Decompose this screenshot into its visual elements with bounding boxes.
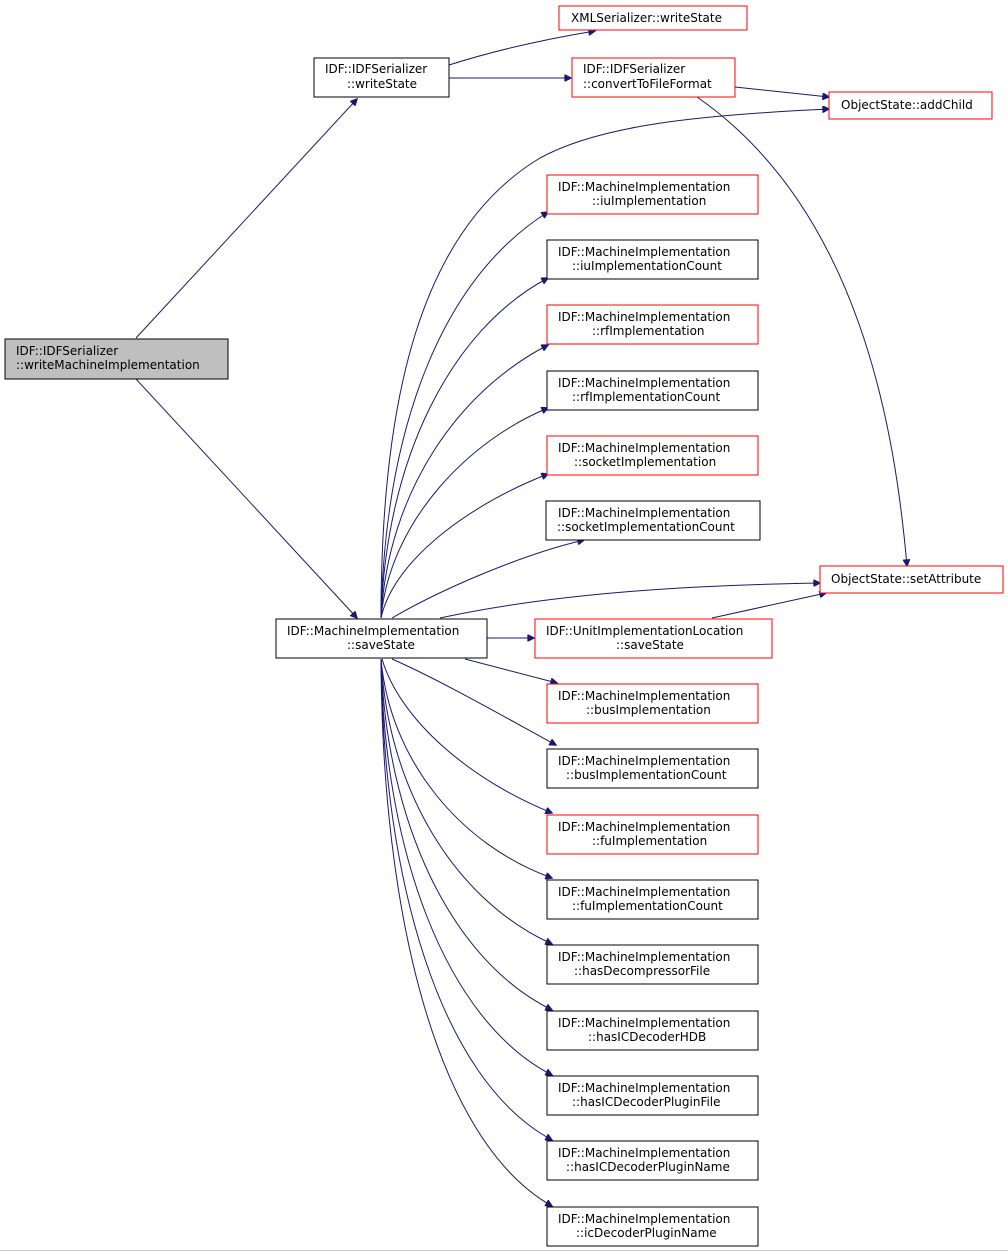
node-iuImplementationCount[interactable]: IDF::MachineImplementation ::iuImplement… — [546, 239, 759, 280]
node-label-line2: ::icDecoderPluginName — [576, 1226, 717, 1240]
node-rfImplementationCount[interactable]: IDF::MachineImplementation ::rfImplement… — [546, 370, 759, 411]
node-fuImplementation[interactable]: IDF::MachineImplementation ::fuImplement… — [546, 814, 759, 855]
node-socketImplementationCount[interactable]: IDF::MachineImplementation ::socketImple… — [545, 500, 761, 541]
node-label: ObjectState::addChild — [841, 98, 973, 112]
node-convertToFileFormat[interactable]: IDF::IDFSerializer ::convertToFileFormat — [571, 57, 736, 98]
node-fuImplementationCount[interactable]: IDF::MachineImplementation ::fuImplement… — [546, 879, 759, 920]
edge-saveState-to-iuImplementationCount — [380, 278, 548, 619]
node-busImplementationCount[interactable]: IDF::MachineImplementation ::busImplemen… — [546, 748, 759, 789]
node-label-line2: ::hasICDecoderPluginFile — [572, 1095, 721, 1109]
edge-saveState-to-iuImplementation — [380, 212, 548, 619]
edge-convertToFileFormat-to-setAttribute — [696, 96, 907, 566]
bottom-rule — [0, 1250, 1008, 1251]
edge-saveState-to-addChild — [380, 109, 829, 619]
node-addChild[interactable]: ObjectState::addChild — [828, 91, 993, 120]
node-label-line2: ::busImplementation — [586, 703, 711, 717]
edge-saveState-to-socketImplementationCount — [391, 540, 584, 619]
edge-writeMachineImplementation-to-saveState — [135, 378, 357, 618]
node-iuImplementation[interactable]: IDF::MachineImplementation ::iuImplement… — [546, 174, 759, 215]
node-label-line2: ::writeState — [347, 77, 417, 91]
node-label-line2: ::rfImplementationCount — [572, 390, 720, 404]
edge-writeMachineImplementation-to-writeState — [135, 99, 357, 339]
edge-saveState-to-rfImplementationCount — [380, 408, 548, 619]
edge-saveState-to-icDecoderPluginName — [380, 658, 552, 1206]
node-idf-writeState[interactable]: IDF::IDFSerializer ::writeState — [313, 57, 450, 98]
edge-saveState-to-rfImplementation — [380, 345, 548, 619]
node-label-line2: ::fuImplementationCount — [572, 899, 723, 913]
node-label-line2: ::fuImplementation — [592, 834, 707, 848]
node-label-line1: IDF::MachineImplementation — [558, 1081, 730, 1095]
node-label-line1: IDF::MachineImplementation — [558, 885, 730, 899]
edge-saveState-to-hasICDecoderPluginFile — [380, 658, 552, 1075]
node-label-line1: IDF::MachineImplementation — [558, 180, 730, 194]
edge-saveState-to-fuImplementationCount — [380, 658, 552, 878]
node-label-line2: ::convertToFileFormat — [583, 77, 712, 91]
node-label-line2: ::hasICDecoderPluginName — [566, 1160, 730, 1174]
edge-saveState-to-hasICDecoderHDB — [380, 658, 552, 1010]
node-label-line2: ::saveState — [616, 638, 684, 652]
node-label-line1: IDF::MachineImplementation — [558, 310, 730, 324]
edge-uilSaveState-to-setAttribute — [711, 593, 826, 619]
node-label-line1: IDF::MachineImplementation — [558, 950, 730, 964]
node-label-line2: ::hasICDecoderHDB — [588, 1030, 706, 1044]
node-label: ObjectState::setAttribute — [831, 572, 981, 586]
node-setAttribute[interactable]: ObjectState::setAttribute — [819, 565, 1004, 594]
node-label-line1: IDF::MachineImplementation — [287, 624, 459, 638]
node-hasICDecoderHDB[interactable]: IDF::MachineImplementation ::hasICDecode… — [546, 1010, 759, 1051]
edge-saveState-to-setAttribute — [439, 583, 820, 619]
node-label-line1: IDF::IDFSerializer — [325, 62, 427, 76]
node-label-line2: ::socketImplementation — [574, 455, 716, 469]
node-xml-writeState[interactable]: XMLSerializer::writeState — [558, 5, 748, 31]
node-label-line1: IDF::MachineImplementation — [558, 1016, 730, 1030]
node-label-line1: IDF::MachineImplementation — [558, 441, 730, 455]
node-label-line2: ::hasDecompressorFile — [574, 964, 710, 978]
node-label-line1: IDF::MachineImplementation — [558, 754, 730, 768]
node-busImplementation[interactable]: IDF::MachineImplementation ::busImplemen… — [546, 683, 759, 724]
node-label-line2: ::socketImplementationCount — [557, 520, 735, 534]
node-label-line1: IDF::IDFSerializer — [583, 62, 685, 76]
node-uil-saveState[interactable]: IDF::UnitImplementationLocation ::saveSt… — [534, 618, 773, 659]
edges — [135, 31, 907, 1206]
node-hasICDecoderPluginName[interactable]: IDF::MachineImplementation ::hasICDecode… — [546, 1140, 759, 1181]
node-label-line1: IDF::MachineImplementation — [558, 1146, 730, 1160]
node-writeMachineImplementation[interactable]: IDF::IDFSerializer ::writeMachineImpleme… — [4, 338, 229, 380]
node-rfImplementation[interactable]: IDF::MachineImplementation ::rfImplement… — [546, 304, 759, 345]
node-label-line1: IDF::MachineImplementation — [558, 376, 730, 390]
edge-convertToFileFormat-to-addChild — [734, 86, 829, 97]
edge-saveState-to-hasDecompressorFile — [380, 658, 552, 944]
node-label-line2: ::saveState — [347, 638, 415, 652]
edge-saveState-to-busImplementationCount — [391, 658, 556, 745]
node-label-line2: ::rfImplementation — [592, 324, 705, 338]
node-saveState[interactable]: IDF::MachineImplementation ::saveState — [275, 618, 488, 659]
node-label-line1: IDF::MachineImplementation — [558, 245, 730, 259]
node-label-line1: IDF::MachineImplementation — [558, 820, 730, 834]
edge-saveState-to-busImplementation — [464, 658, 557, 683]
node-label-line1: IDF::MachineImplementation — [558, 689, 730, 703]
node-label-line1: IDF::MachineImplementation — [558, 1212, 730, 1226]
node-label-line1: IDF::MachineImplementation — [558, 506, 730, 520]
node-hasDecompressorFile[interactable]: IDF::MachineImplementation ::hasDecompre… — [546, 944, 759, 985]
edge-saveState-to-fuImplementation — [381, 658, 552, 813]
node-socketImplementation[interactable]: IDF::MachineImplementation ::socketImple… — [546, 435, 759, 476]
node-label-line1: IDF::IDFSerializer — [16, 344, 118, 358]
edge-saveState-to-socketImplementation — [380, 474, 548, 619]
node-hasICDecoderPluginFile[interactable]: IDF::MachineImplementation ::hasICDecode… — [546, 1075, 759, 1116]
edge-writeState-to-xmlWriteState — [448, 31, 595, 66]
node-label-line2: ::busImplementationCount — [566, 768, 727, 782]
node-label-line2: ::writeMachineImplementation — [16, 358, 200, 372]
node-label-line2: ::iuImplementationCount — [572, 259, 722, 273]
node-icDecoderPluginName[interactable]: IDF::MachineImplementation ::icDecoderPl… — [546, 1206, 759, 1247]
node-label-line1: IDF::UnitImplementationLocation — [546, 624, 743, 638]
node-label: XMLSerializer::writeState — [571, 11, 722, 25]
node-label-line2: ::iuImplementation — [592, 194, 706, 208]
edge-saveState-to-hasICDecoderPluginName — [380, 658, 552, 1140]
